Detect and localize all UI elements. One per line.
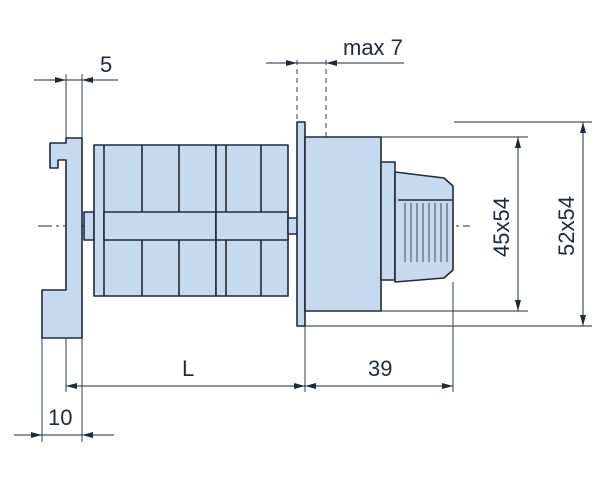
dimension-rear-depth: 10 [14,338,114,442]
dimension-outer-frame: 52x54 [305,121,592,327]
dimension-flange-thickness: 5 [34,52,118,138]
contact-blocks [93,144,289,297]
dimension-body-length: L 39 [65,282,454,392]
dimension-label-52x54: 52x54 [554,196,579,256]
dimension-label-5: 5 [100,52,112,77]
rear-bracket [41,137,95,339]
dimension-label-l: L [182,356,194,381]
dimension-label-39: 39 [368,356,392,381]
dimension-label-45x54: 45x54 [489,197,514,257]
dimension-inner-frame: 45x54 [381,136,528,312]
dimension-label-max-7: max 7 [343,35,403,60]
dimension-label-10: 10 [48,405,72,430]
dimension-front-gap: max 7 [266,35,404,137]
rotary-knob [380,161,454,283]
front-plate [296,121,382,327]
